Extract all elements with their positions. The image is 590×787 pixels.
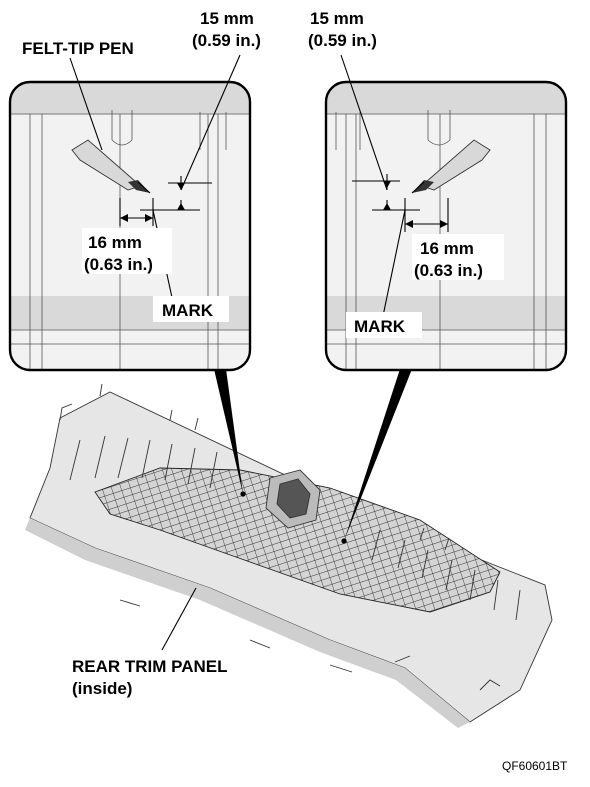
left-dim-v-mm: 15 mm (200, 9, 254, 28)
right-h-arrow-right (440, 220, 448, 228)
left-mark-label-box (153, 296, 229, 322)
right-v-arrow-bottom (383, 203, 391, 210)
rear-trim-panel-label: REAR TRIM PANEL (72, 657, 228, 676)
left-callout-pointer (214, 369, 243, 494)
rear-trim-panel-sublabel: (inside) (72, 679, 132, 698)
right-mark-label-box (346, 312, 422, 338)
right-dim-h-in: (0.63 in.) (414, 261, 483, 280)
right-dim-h-label-box (412, 234, 504, 280)
left-pen-tip (128, 180, 150, 193)
left-dim-h-mm: 16 mm (88, 233, 142, 252)
right-dim-v-mm: 15 mm (310, 9, 364, 28)
panel-lower-shade (25, 518, 470, 728)
center-clip-inner (276, 478, 311, 519)
right-callout-pointer (344, 369, 412, 541)
felt-tip-pen-leader (69, 57, 103, 151)
left-dim-h-in: (0.63 in.) (84, 255, 153, 274)
left-h-arrow-left (120, 214, 128, 222)
right-v-arrow-top (383, 181, 391, 188)
left-dim-v-in: (0.59 in.) (192, 31, 261, 50)
panel-ribs (59, 383, 521, 691)
left-dim-h-label-box (82, 228, 172, 274)
felt-tip-pen-label: FELT-TIP PEN (22, 39, 134, 58)
left-v-arrow-top (177, 183, 185, 190)
right-detail-inset: MARK 16 mm (0.63 in.) (324, 54, 568, 372)
left-h-arrow-right (145, 214, 153, 222)
right-pen-line (411, 181, 425, 194)
right-dim-v-in: (0.59 in.) (308, 31, 377, 50)
left-pen-line (137, 181, 151, 194)
rear-trim-panel-leader (161, 587, 197, 651)
panel-grid-area (94, 467, 501, 613)
right-dim-h-mm: 16 mm (420, 239, 474, 258)
right-pen-tip (412, 180, 434, 193)
left-mark-label: MARK (162, 301, 214, 320)
rear-trim-panel (25, 383, 553, 728)
left-v-arrow-bottom (177, 203, 185, 210)
figure-code: QF60601BT (502, 759, 568, 773)
right-h-arrow-left (405, 220, 413, 228)
right-dimension-lines (340, 54, 449, 317)
left-detail-inset: MARK 16 mm (0.63 in.) (8, 54, 252, 372)
right-mark-label: MARK (354, 317, 406, 336)
